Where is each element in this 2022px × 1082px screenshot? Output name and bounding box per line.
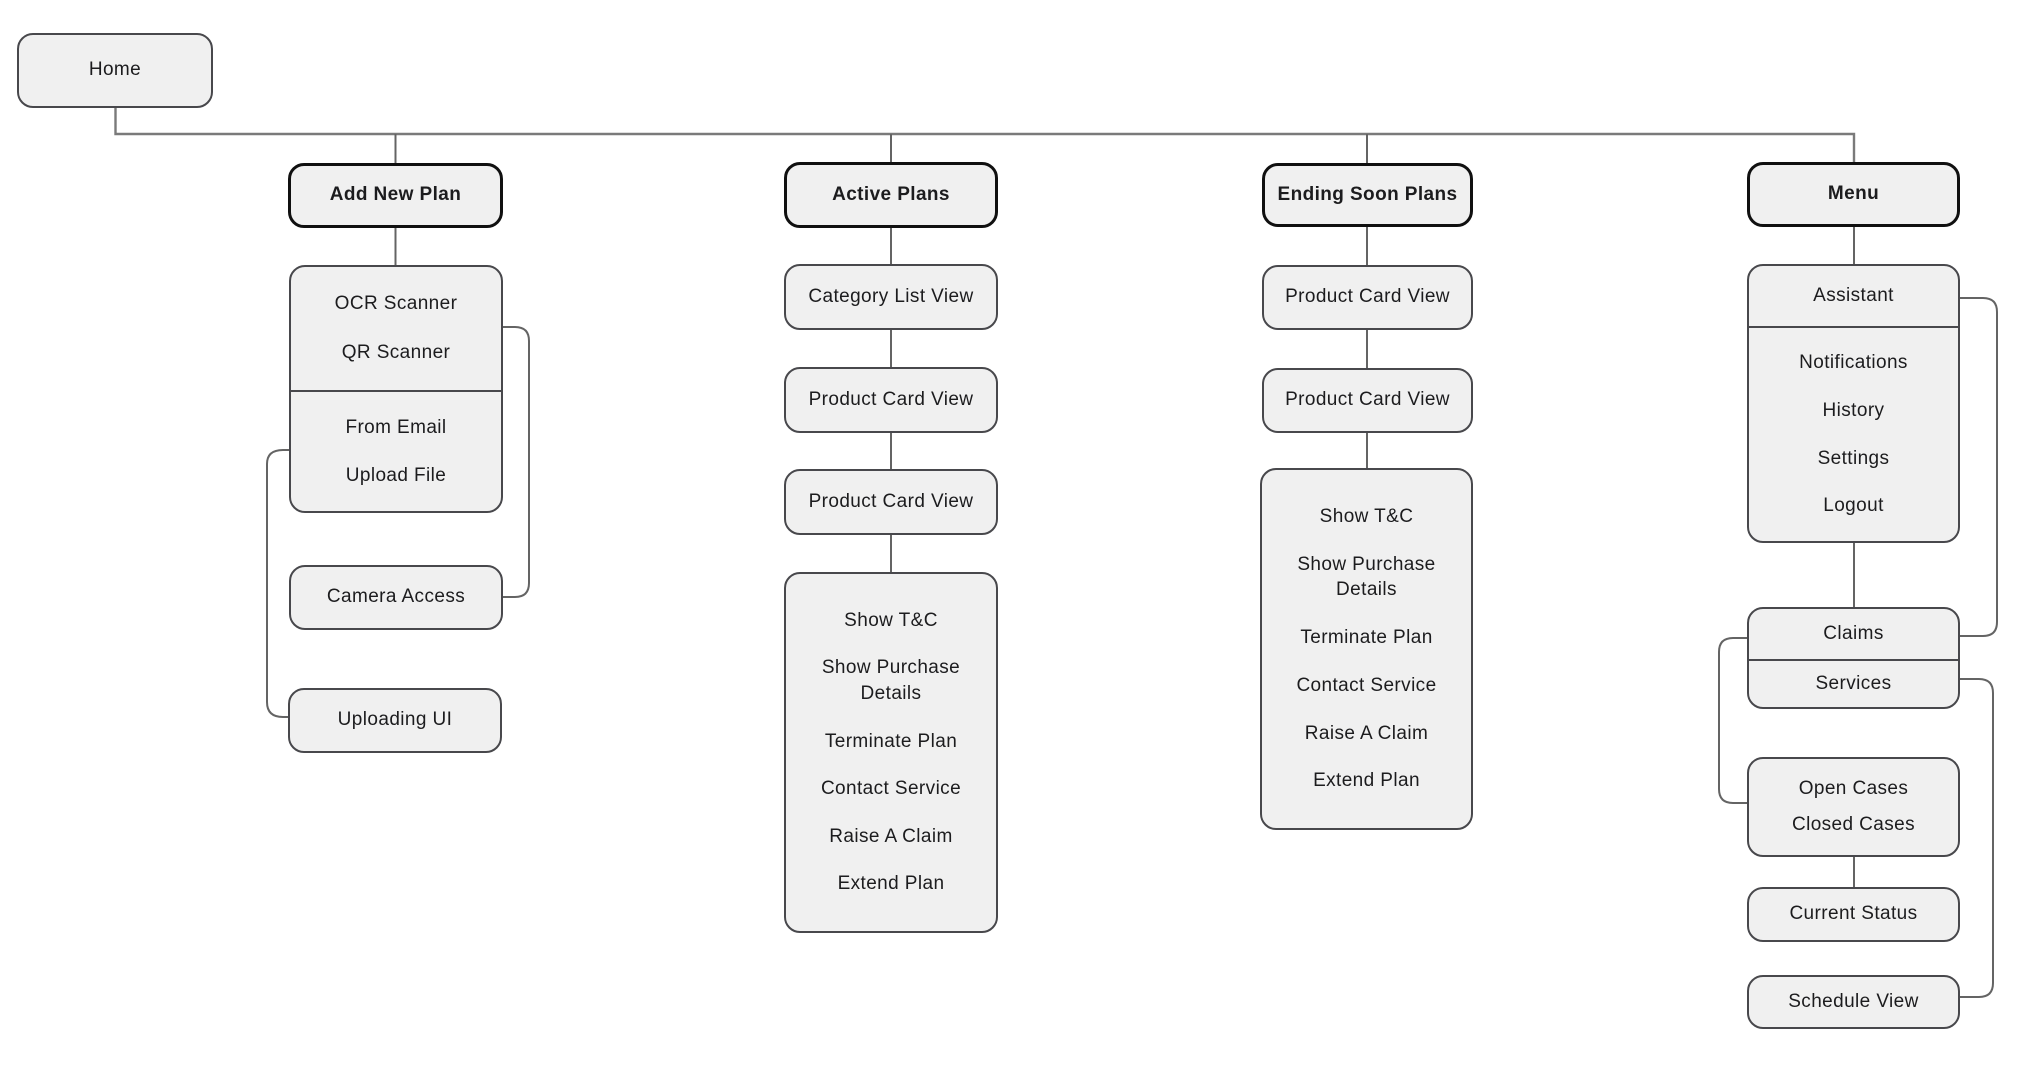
node-ending-actions[interactable]: Show T&C Show Purchase Details Terminate…: [1260, 468, 1473, 830]
ending-action-raise-a-claim: Raise A Claim: [1304, 722, 1429, 744]
closed-cases-label: Closed Cases: [1791, 814, 1916, 836]
ending-product-card-1-label: Product Card View: [1285, 286, 1450, 308]
node-active-product-card-1[interactable]: Product Card View: [784, 367, 998, 433]
claims-cell: Claims: [1749, 609, 1958, 659]
upload-file-label: Upload File: [345, 464, 447, 486]
connector-services-to-schedule: [1960, 678, 1994, 998]
active-action-show-tc: Show T&C: [844, 609, 938, 631]
ending-action-show-purchase-details: Show Purchase Details: [1297, 553, 1436, 601]
scanner-group-top-cell: OCR Scanner QR Scanner: [291, 267, 501, 390]
uploading-ui-label: Uploading UI: [337, 709, 453, 731]
node-assistant-group[interactable]: Assistant Notifications History Settings…: [1747, 264, 1960, 543]
node-ending-product-card-1[interactable]: Product Card View: [1262, 265, 1473, 330]
node-add-new-plan-label: Add New Plan: [329, 184, 462, 206]
connector-scanner-to-uploading: [266, 449, 289, 718]
history-label: History: [1822, 399, 1885, 421]
menu-label: Menu: [1827, 183, 1880, 205]
node-claims-group[interactable]: Claims Services: [1747, 607, 1960, 709]
active-action-terminate-plan: Terminate Plan: [824, 730, 958, 752]
open-cases-label: Open Cases: [1798, 777, 1909, 799]
ending-action-extend-plan: Extend Plan: [1313, 770, 1420, 792]
node-cases-group[interactable]: Open Cases Closed Cases: [1747, 757, 1960, 857]
node-scanner-group[interactable]: OCR Scanner QR Scanner From Email Upload…: [289, 265, 503, 513]
node-add-new-plan[interactable]: Add New Plan: [288, 163, 503, 228]
ending-product-card-2-label: Product Card View: [1285, 389, 1450, 411]
node-menu[interactable]: Menu: [1747, 162, 1960, 227]
spine-connector: [114, 108, 1856, 162]
node-uploading-ui[interactable]: Uploading UI: [288, 688, 502, 753]
menu-items-cell: Notifications History Settings Logout: [1749, 326, 1958, 541]
assistant-label: Assistant: [1813, 285, 1894, 307]
node-category-list-view[interactable]: Category List View: [784, 264, 998, 330]
connector-assistant-to-claims: [1960, 297, 1998, 637]
assistant-cell: Assistant: [1749, 266, 1958, 326]
ending-soon-plans-label: Ending Soon Plans: [1277, 183, 1458, 205]
node-current-status[interactable]: Current Status: [1747, 887, 1960, 942]
logout-label: Logout: [1823, 495, 1884, 517]
node-active-actions[interactable]: Show T&C Show Purchase Details Terminate…: [784, 572, 998, 933]
camera-access-label: Camera Access: [326, 586, 466, 608]
active-action-contact-service: Contact Service: [820, 778, 962, 800]
node-active-plans[interactable]: Active Plans: [784, 162, 998, 228]
node-active-product-card-2[interactable]: Product Card View: [784, 469, 998, 535]
active-product-card-2-label: Product Card View: [808, 490, 974, 512]
services-label: Services: [1815, 673, 1892, 695]
ending-action-terminate-plan: Terminate Plan: [1300, 627, 1433, 649]
ending-action-contact-service: Contact Service: [1296, 674, 1437, 696]
ocr-scanner-label: OCR Scanner: [334, 292, 458, 314]
connector-claims-to-cases: [1718, 637, 1747, 804]
active-action-extend-plan: Extend Plan: [837, 873, 945, 895]
active-plans-label: Active Plans: [832, 183, 950, 205]
settings-label: Settings: [1817, 447, 1890, 469]
claims-label: Claims: [1823, 623, 1884, 645]
notifications-label: Notifications: [1799, 352, 1908, 374]
category-list-view-label: Category List View: [808, 285, 974, 307]
active-action-show-purchase-details: Show Purchase Details: [821, 657, 961, 705]
active-product-card-1-label: Product Card View: [808, 388, 974, 410]
from-email-label: From Email: [345, 416, 447, 438]
active-action-raise-a-claim: Raise A Claim: [829, 825, 953, 847]
node-home-label: Home: [88, 59, 142, 81]
node-schedule-view[interactable]: Schedule View: [1747, 975, 1960, 1029]
node-camera-access[interactable]: Camera Access: [289, 565, 503, 630]
current-status-label: Current Status: [1789, 903, 1918, 925]
node-home[interactable]: Home: [17, 33, 213, 108]
node-ending-product-card-2[interactable]: Product Card View: [1262, 368, 1473, 433]
scanner-group-bottom-cell: From Email Upload File: [291, 390, 501, 511]
connector-scanner-to-camera: [503, 326, 530, 598]
services-cell: Services: [1749, 659, 1958, 707]
schedule-view-label: Schedule View: [1788, 990, 1919, 1012]
ending-action-show-tc: Show T&C: [1319, 506, 1414, 528]
qr-scanner-label: QR Scanner: [341, 342, 451, 364]
node-ending-soon-plans[interactable]: Ending Soon Plans: [1262, 163, 1473, 227]
